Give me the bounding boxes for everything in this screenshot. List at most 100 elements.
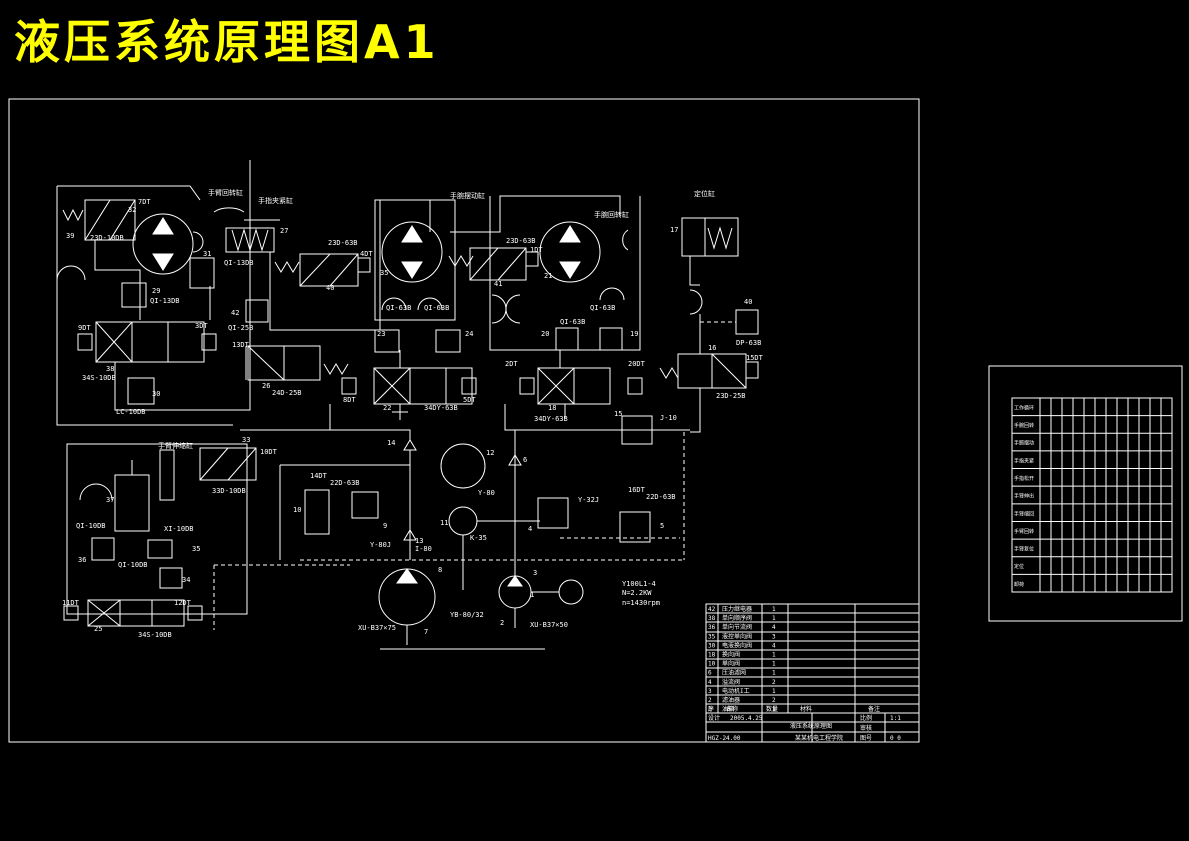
bom-header: 材料	[800, 705, 812, 713]
label: 23D-63B	[506, 237, 536, 245]
label: 2DT	[505, 360, 518, 368]
label: 39	[66, 232, 74, 240]
bom-cell: 1	[772, 606, 776, 613]
label: QI-63B	[424, 304, 449, 312]
label: 24D-25B	[272, 389, 302, 397]
bom-cell: 2	[772, 697, 776, 704]
bom-cell: 42	[708, 606, 716, 613]
label: XI-10DB	[164, 525, 194, 533]
label: 22D-63B	[330, 479, 360, 487]
bom-cell: 换向阀	[722, 651, 740, 659]
bom-cell: 压油滤网	[722, 669, 746, 677]
label: 17	[670, 226, 678, 234]
title-block-value: 0 0	[890, 735, 901, 742]
title-block-value: 1:1	[890, 715, 901, 722]
label: 26	[262, 382, 270, 390]
bom-header: 名称	[726, 705, 738, 713]
label: 3	[533, 569, 537, 577]
bom-cell: 1	[772, 706, 776, 713]
side-table-row-label: 手臂回转	[1014, 528, 1034, 535]
drawing-border	[8, 98, 920, 743]
bom-cell: 单向顺序阀	[722, 614, 752, 622]
label: 21	[544, 272, 552, 280]
label: 5DT	[463, 396, 476, 404]
label: N=2.2KW	[622, 589, 652, 597]
bom-cell: 液控单向阀	[722, 632, 752, 640]
bom-cell: 油箱	[722, 705, 734, 713]
label: 1DT	[530, 246, 543, 254]
label: 9DT	[78, 324, 91, 332]
label: Y-32J	[578, 496, 599, 504]
side-table-row-label: 手臂复位	[1014, 546, 1034, 553]
bom-cell: 单向阀	[722, 660, 740, 668]
title-block-label: 审核	[860, 724, 872, 732]
label: 14DT	[310, 472, 328, 480]
label: 34DY-63B	[424, 404, 458, 412]
label: 16	[708, 344, 716, 352]
side-table-row-label: 工作循环	[1014, 404, 1034, 411]
side-table-border	[988, 365, 1183, 622]
label: 40	[326, 284, 334, 292]
title-block-school: 某某机电工程学院	[795, 734, 843, 742]
side-table-row-label: 手腕摆动	[1014, 440, 1034, 447]
bom-header: 数量	[766, 705, 778, 713]
label: XU-B37×50	[530, 621, 568, 629]
bom-cell: 1	[772, 688, 776, 695]
bom-cell: 30	[708, 642, 716, 649]
bom-cell: 38	[708, 615, 716, 622]
bom-cell: 10	[708, 661, 716, 668]
label: 10DT	[260, 448, 278, 456]
label: 10	[293, 506, 301, 514]
bom-cell: 滤油器	[722, 696, 740, 704]
label: Y-80J	[370, 541, 391, 549]
label: 手腕摆动缸	[450, 191, 485, 200]
bom-cell: 1	[772, 670, 776, 677]
label: LC-10DB	[116, 408, 146, 416]
label: QI-10DB	[76, 522, 106, 530]
label: 18	[548, 404, 556, 412]
label: 16DT	[628, 486, 646, 494]
label: 15	[614, 410, 622, 418]
label: 29	[152, 287, 160, 295]
bom-cell: 4	[772, 642, 776, 649]
title-block-number: HGZ-24.00	[708, 735, 741, 742]
label: 3DT	[195, 322, 208, 330]
label: 1	[530, 591, 534, 599]
label: QI-10DB	[118, 561, 148, 569]
label: 8DT	[343, 396, 356, 404]
label: 23D-10DB	[90, 234, 124, 242]
label: 34S-10DB	[138, 631, 172, 639]
title-block-label: 比例	[860, 714, 872, 722]
label: 31	[203, 250, 211, 258]
bom-cell: 电液换向阀	[722, 641, 752, 649]
label: 11	[440, 519, 448, 527]
label: QI-13DB	[150, 297, 180, 305]
bom-cell: 1	[772, 652, 776, 659]
label: 23D-25B	[716, 392, 746, 400]
label: QI-63B	[560, 318, 585, 326]
bom-cell: 18	[708, 652, 716, 659]
label: 33	[242, 436, 250, 444]
bom-cell: 1	[708, 706, 712, 713]
label: 13DT	[232, 341, 250, 349]
bom-header: 备注	[868, 705, 880, 713]
label: QI-13DB	[224, 259, 254, 267]
label: XU-B37×75	[358, 624, 396, 632]
label: 4DT	[360, 250, 373, 258]
label: 12	[486, 449, 494, 457]
label: 41	[494, 280, 502, 288]
title-block-title: 液压系统原理图	[790, 722, 832, 730]
side-table-row-label: 手臂缩回	[1014, 510, 1034, 517]
label: 34	[182, 576, 190, 584]
bom-cell: 36	[708, 624, 716, 631]
label: 34S-10DB	[82, 374, 116, 382]
bom-cell: 3	[772, 633, 776, 640]
label: 19	[630, 330, 638, 338]
label: 7DT	[138, 198, 151, 206]
bom-cell: 1	[772, 661, 776, 668]
label: 35	[192, 545, 200, 553]
label: 9	[383, 522, 387, 530]
label: 8	[438, 566, 442, 574]
label: 20DT	[628, 360, 646, 368]
